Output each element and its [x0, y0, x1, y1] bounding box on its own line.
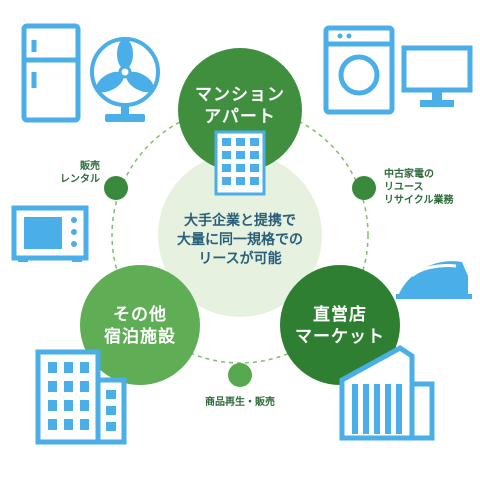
circle-apartment-line-2: アパート — [204, 107, 276, 127]
iron-icon — [396, 261, 472, 299]
label-reuse-recycle: 中古家電の リユース リサイクル業務 — [384, 168, 474, 207]
label-reuse-recycle-line-1: 中古家電の — [384, 169, 434, 180]
circle-apartment-label: マンション アパート — [178, 84, 302, 128]
circle-store — [280, 265, 400, 385]
office-window — [80, 400, 89, 411]
office-window — [80, 362, 89, 373]
label-refurbish-sales-line-1: 商品再生・販売 — [205, 397, 275, 408]
dot-right — [352, 176, 376, 200]
microwave-icon — [11, 205, 89, 262]
apartment-window — [250, 177, 259, 185]
center-line-3: リースが可能 — [198, 251, 282, 267]
label-sales-rental-line-2: レンタル — [60, 174, 100, 185]
office-window — [80, 381, 89, 392]
office-window — [48, 381, 57, 392]
center-line-1: 大手企業と提携で — [184, 213, 296, 229]
office-window — [106, 406, 116, 415]
store-stripe — [363, 384, 369, 434]
office-window — [80, 419, 89, 430]
circle-apartment — [178, 48, 302, 172]
office-window — [48, 419, 57, 430]
circle-lodging — [80, 265, 200, 385]
circle-store-label: 直営店 マーケット — [280, 304, 400, 348]
apartment-window — [236, 138, 245, 146]
apartment-window — [236, 177, 245, 185]
center-line-2: 大量に同一規格での — [177, 232, 303, 248]
apartment-window — [222, 177, 231, 185]
refrigerator-icon — [21, 23, 81, 123]
circle-apartment-line-1: マンション — [195, 85, 285, 105]
circle-lodging-line-2: 宿泊施設 — [104, 327, 176, 347]
store-stripe — [352, 384, 358, 434]
office-window — [48, 362, 57, 373]
office-window — [106, 390, 116, 399]
label-reuse-recycle-line-3: リサイクル業務 — [384, 195, 454, 206]
apartment-window — [222, 138, 231, 146]
store-stripe — [374, 384, 380, 434]
apartment-windows — [222, 138, 259, 185]
washer-button-icon — [337, 33, 343, 39]
office-window — [64, 362, 73, 373]
apartment-window — [236, 151, 245, 159]
office-window — [106, 422, 116, 431]
office-window — [64, 419, 73, 430]
label-sales-rental: 販売 レンタル — [40, 160, 100, 186]
apartment-window — [250, 164, 259, 172]
apartment-window — [236, 164, 245, 172]
dot-bottom — [228, 363, 252, 387]
store-stripe — [385, 384, 391, 434]
apartment-window — [250, 151, 259, 159]
dot-left — [104, 176, 128, 200]
washer-button-icon — [346, 33, 352, 39]
apartment-window — [222, 164, 231, 172]
apartment-window — [222, 151, 231, 159]
label-sales-rental-line-1: 販売 — [80, 161, 100, 172]
office-windows — [48, 362, 116, 431]
store-stripe — [396, 384, 402, 434]
circle-lodging-label: その他 宿泊施設 — [80, 304, 200, 348]
washing-machine-icon — [323, 25, 395, 115]
circle-store-line-2: マーケット — [295, 327, 385, 347]
store-window-stripes — [352, 384, 402, 434]
label-reuse-recycle-line-2: リユース — [384, 182, 424, 193]
monitor-icon — [401, 45, 473, 107]
office-window — [48, 400, 57, 411]
office-window — [64, 381, 73, 392]
center-description: 大手企業と提携で 大量に同一規格での リースが可能 — [160, 212, 320, 269]
office-window — [64, 400, 73, 411]
apartment-window — [250, 138, 259, 146]
circle-lodging-line-1: その他 — [113, 305, 167, 325]
center-disc — [158, 153, 322, 317]
circle-store-line-1: 直営店 — [313, 305, 367, 325]
label-refurbish-sales: 商品再生・販売 — [180, 396, 300, 409]
electric-fan-icon — [90, 37, 160, 122]
